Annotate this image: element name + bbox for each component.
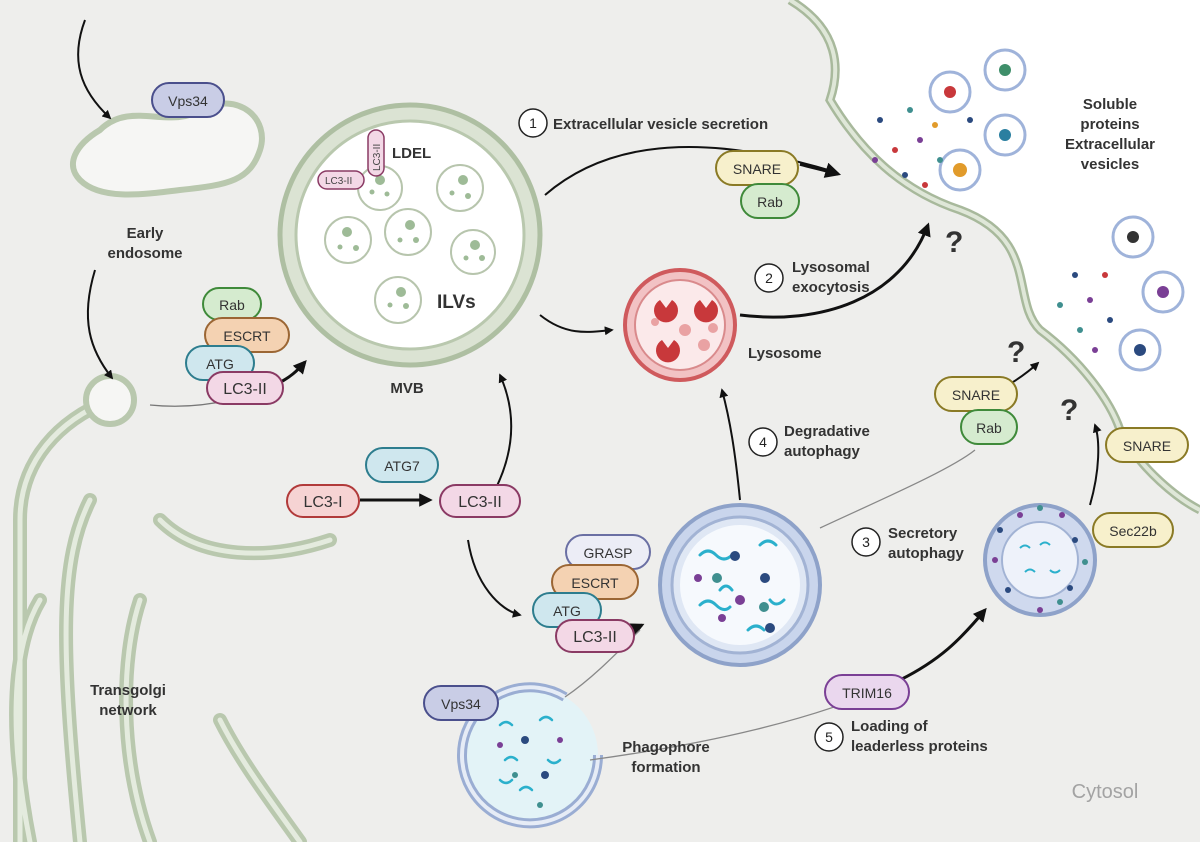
pathway-3: 3 Secretory autophagy [851,525,964,562]
svg-text:LC3-II: LC3-II [573,629,617,646]
pill-sec22b: Sec22b [1092,512,1174,548]
svg-text:SNARE: SNARE [1123,438,1171,454]
phagophore [457,682,604,829]
pill-grasp: GRASP [565,534,651,570]
pill-lc3i: LC3-I [286,484,360,518]
label-mvb: MVB [390,380,424,397]
svg-text:exocytosis: exocytosis [792,279,870,296]
svg-text:5: 5 [825,729,833,745]
question-mark-3: ? [1060,394,1078,427]
label-lysosome: Lysosome [748,345,822,362]
pill-lc3ii-left: LC3-II [206,371,284,405]
pill-atg7: ATG7 [365,447,439,483]
arrow-lc3-to-mvb [494,373,513,491]
svg-text:LC3-I: LC3-I [303,494,342,511]
svg-text:Vps34: Vps34 [441,696,481,712]
pill-trim16: TRIM16 [824,674,910,710]
pill-rab-right: Rab [960,409,1018,445]
pill-snare-top: SNARE [715,150,799,186]
arrow-path-4 [719,388,741,501]
lysosome [623,268,737,382]
pill-snare-right: SNARE [934,376,1018,412]
label-extracellular: Extracellular [1065,136,1155,153]
svg-text:Loading of: Loading of [851,718,929,735]
pathway-2: 2 Lysosomal exocytosis [754,259,870,296]
lc3-ii-tag-horizontal: LC3-II [317,170,365,190]
svg-text:LC3-II: LC3-II [223,381,267,398]
svg-text:Degradative: Degradative [784,423,870,440]
label-ldel: LDEL [392,145,431,162]
svg-text:Rab: Rab [976,420,1002,436]
svg-text:Rab: Rab [757,194,783,210]
label-soluble: Soluble [1083,96,1137,113]
svg-text:LC3-II: LC3-II [372,144,383,171]
pathway-4: 4 Degradative autophagy [748,423,870,460]
label-ilvs: ILVs [437,292,476,313]
question-mark-2: ? [1007,336,1025,369]
svg-text:Extracellular vesicle secretio: Extracellular vesicle secretion [553,116,768,133]
lc3-ii-tag-vertical: LC3-II [367,129,385,177]
label-endosome: endosome [107,245,182,262]
svg-text:Lysosomal: Lysosomal [792,259,870,276]
svg-text:1: 1 [529,115,537,131]
secretory-autophagosome [983,503,1097,617]
soluble-protein-dots [872,107,1113,353]
arrow-endosome-down [86,269,114,380]
label-network: network [99,702,157,719]
arrow-mvb-to-lysosome [539,314,614,336]
svg-text:ESCRT: ESCRT [223,328,271,344]
pill-vps34-bottom: Vps34 [423,685,499,721]
label-early: Early [127,225,164,242]
svg-text:SNARE: SNARE [952,387,1000,403]
extracellular-vesicles [928,48,1185,372]
svg-text:ATG: ATG [553,603,581,619]
label-vesicles: vesicles [1081,156,1139,173]
svg-text:ATG: ATG [206,356,234,372]
question-mark-1: ? [945,226,963,259]
svg-text:autophagy: autophagy [784,443,860,460]
arrow-to-endosome [77,19,112,120]
pill-escrt-center: ESCRT [551,564,639,600]
label-formation: formation [631,759,700,776]
svg-text:GRASP: GRASP [583,545,632,561]
autophagosome [658,503,822,667]
pill-lc3ii-bottom: LC3-II [555,619,635,653]
budding-vesicle [83,373,137,427]
svg-text:leaderless proteins: leaderless proteins [851,738,988,755]
svg-text:Rab: Rab [219,297,245,313]
svg-text:autophagy: autophagy [888,545,964,562]
svg-text:2: 2 [765,270,773,286]
pill-rab-left: Rab [202,287,262,321]
pill-lc3ii-center: LC3-II [439,484,521,518]
pill-vps34-top: Vps34 [151,82,225,118]
svg-text:Vps34: Vps34 [168,93,208,109]
svg-text:4: 4 [759,434,767,450]
svg-text:Sec22b: Sec22b [1109,523,1157,539]
svg-text:SNARE: SNARE [733,161,781,177]
arrow-lc3-down [467,539,522,618]
arrow-path-2 [739,222,931,319]
arrow-secretory-to-membrane [1089,423,1102,506]
arrow-path-3-thin [819,449,976,529]
pill-rab-top: Rab [740,183,800,219]
svg-text:LC3-II: LC3-II [458,494,502,511]
pathway-5: 5 Loading of leaderless proteins [814,718,988,755]
svg-text:TRIM16: TRIM16 [842,685,892,701]
label-transgolgi: Transgolgi [90,682,166,699]
svg-text:ESCRT: ESCRT [571,575,619,591]
label-cytosol: Cytosol [1072,781,1139,803]
svg-text:ATG7: ATG7 [384,458,420,474]
svg-text:Secretory: Secretory [888,525,958,542]
svg-text:LC3-II: LC3-II [325,176,352,187]
pathway-1: 1 Extracellular vesicle secretion [518,108,768,138]
pill-atg-center: ATG [532,592,602,628]
svg-text:3: 3 [862,534,870,550]
pill-snare-far-right: SNARE [1105,427,1189,463]
label-phagophore: Phagophore [622,739,710,756]
label-proteins: proteins [1080,116,1139,133]
